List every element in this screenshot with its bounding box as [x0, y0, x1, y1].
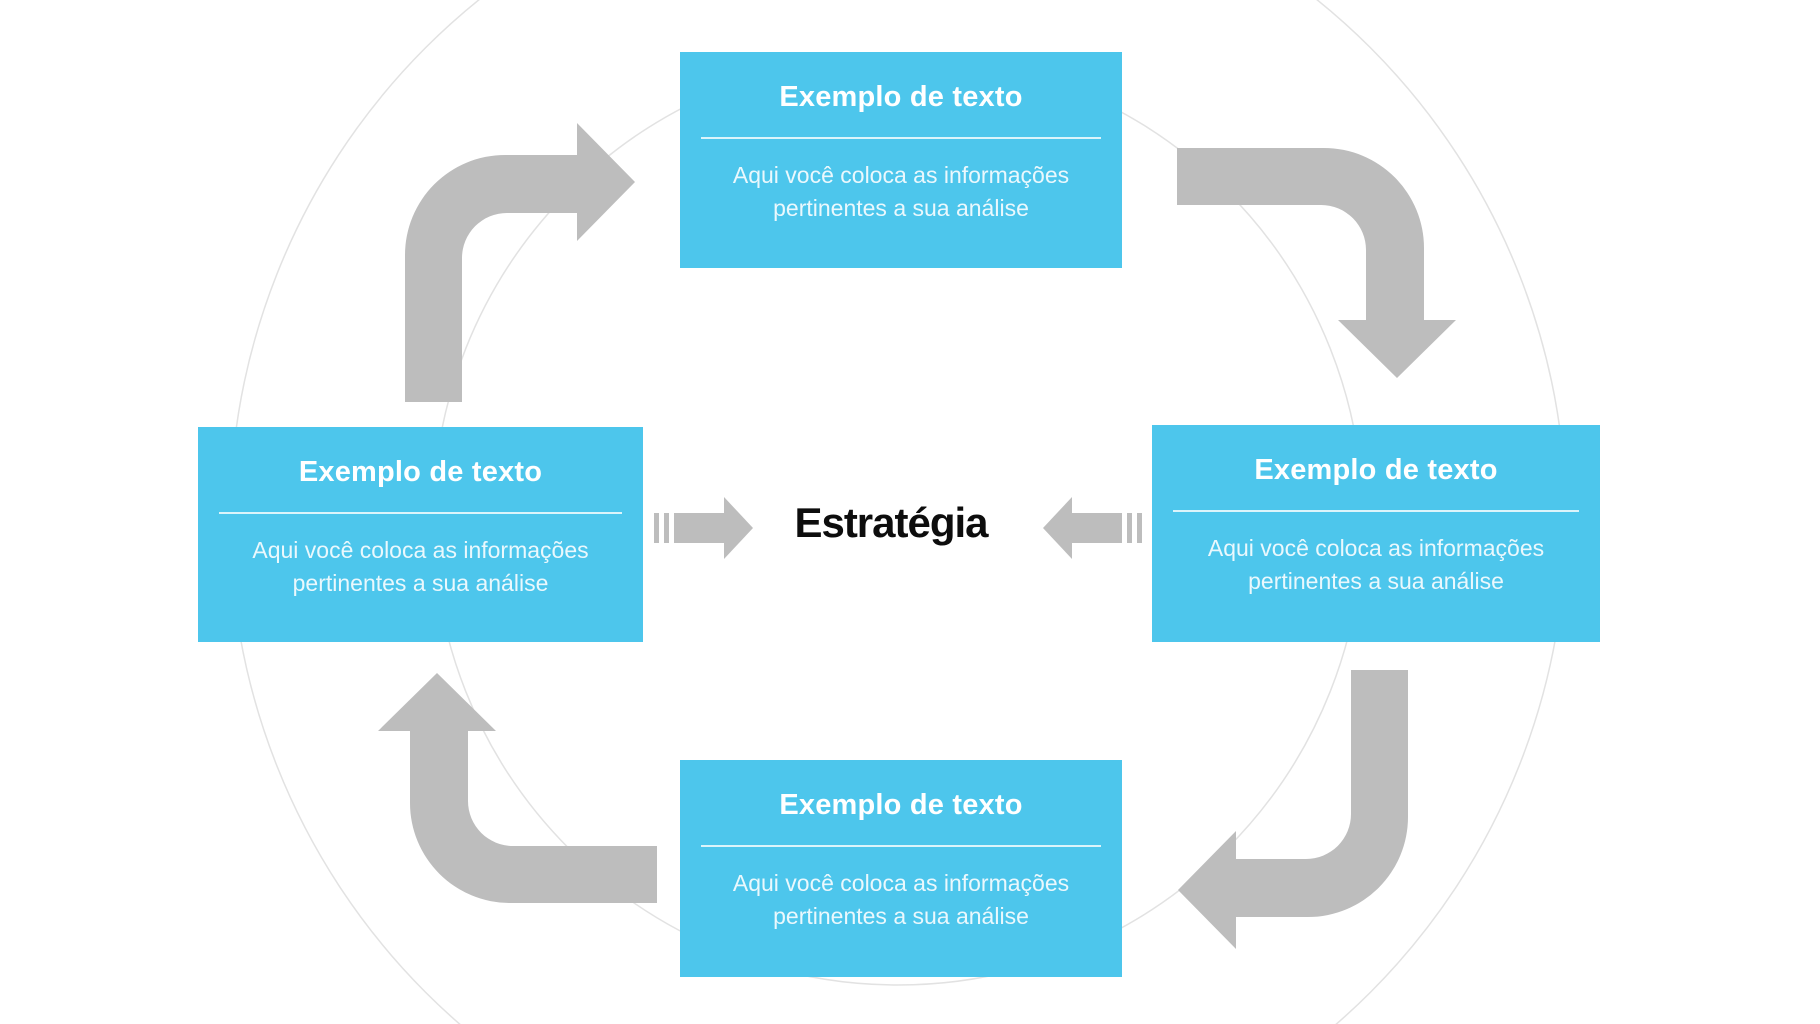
- box-body: Aqui você coloca as informações pertinen…: [252, 537, 589, 596]
- box-right: Exemplo de texto Aqui você coloca as inf…: [1152, 425, 1600, 642]
- center-title: Estratégia: [794, 499, 988, 546]
- box-body: Aqui você coloca as informações pertinen…: [732, 162, 1070, 221]
- arrow-left-icon: [1043, 497, 1142, 559]
- box-body: Aqui você coloca as informações pertinen…: [1207, 535, 1545, 594]
- box-body: Aqui você coloca as informações pertinen…: [732, 870, 1070, 929]
- box-bottom: Exemplo de texto Aqui você coloca as inf…: [680, 760, 1122, 977]
- box-left: Exemplo de texto Aqui você coloca as inf…: [198, 427, 643, 642]
- box-divider: [1173, 510, 1579, 512]
- box-top: Exemplo de texto Aqui você coloca as inf…: [680, 52, 1122, 268]
- arrow-right-icon: [654, 497, 753, 559]
- box-title: Exemplo de texto: [779, 789, 1023, 821]
- box-divider: [219, 512, 622, 514]
- box-divider: [701, 845, 1101, 847]
- box-title: Exemplo de texto: [779, 81, 1023, 113]
- box-title: Exemplo de texto: [298, 456, 543, 488]
- box-divider: [701, 137, 1101, 139]
- curved-arrow-down-left-icon: [1178, 670, 1408, 949]
- curved-arrow-up-right-icon: [405, 123, 635, 402]
- box-title: Exemplo de texto: [1254, 454, 1498, 486]
- curved-arrow-right-down-icon: [1177, 148, 1456, 378]
